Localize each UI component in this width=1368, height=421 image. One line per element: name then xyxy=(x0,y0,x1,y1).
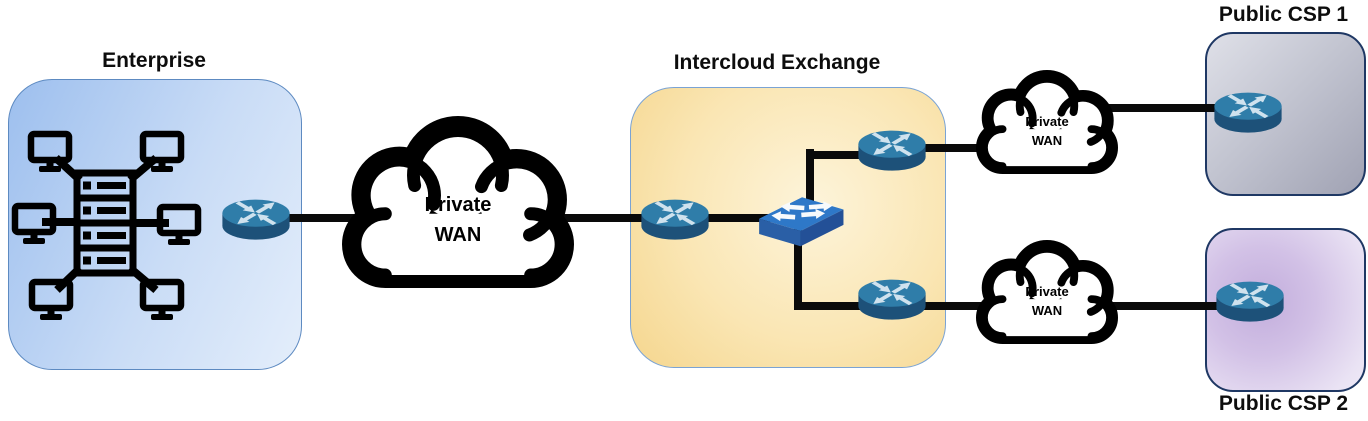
intercloud-top-router-icon xyxy=(852,123,932,175)
public-csp1-label: Public CSP 1 xyxy=(1218,3,1349,26)
link-switch-to-top-router-horizontal xyxy=(806,151,882,159)
private-wan-main: Private WAN xyxy=(342,116,574,288)
link-switch-to-top-router-vertical xyxy=(806,149,814,222)
private-wan-bottom: Private WAN xyxy=(976,240,1118,344)
link-top-router-to-wan xyxy=(908,144,1010,152)
private-wan-bottom-line2: WAN xyxy=(1031,303,1063,318)
intercloud-bottom-router-icon xyxy=(852,272,932,324)
intercloud-left-router-icon xyxy=(635,192,715,244)
intercloud-switch-icon xyxy=(753,192,845,250)
private-wan-bottom-label: Private WAN xyxy=(976,282,1118,320)
link-wan-to-csp2 xyxy=(1078,302,1230,310)
intercloud-exchange-label: Intercloud Exchange xyxy=(673,51,881,74)
link-wan-to-csp1 xyxy=(1078,104,1230,112)
enterprise-lan-icon xyxy=(12,128,204,324)
private-wan-main-label: Private WAN xyxy=(342,190,574,250)
private-wan-top-line1: Private xyxy=(1025,114,1069,129)
public-csp2-label: Public CSP 2 xyxy=(1218,392,1349,415)
private-wan-top-line2: WAN xyxy=(1031,133,1063,148)
csp2-router-icon xyxy=(1210,274,1290,326)
csp1-router-icon xyxy=(1208,85,1288,137)
link-switch-to-bottom-router-horizontal xyxy=(794,302,882,310)
private-wan-top-label: Private WAN xyxy=(976,112,1118,150)
enterprise-router-icon xyxy=(216,192,296,244)
private-wan-main-line2: WAN xyxy=(434,224,482,246)
link-bottom-router-to-wan xyxy=(908,302,1010,310)
private-wan-bottom-line1: Private xyxy=(1025,284,1069,299)
private-wan-main-line1: Private xyxy=(424,194,492,216)
private-wan-top: Private WAN xyxy=(976,70,1118,174)
link-switch-to-bottom-router-vertical xyxy=(794,218,802,310)
enterprise-label: Enterprise xyxy=(102,49,206,72)
